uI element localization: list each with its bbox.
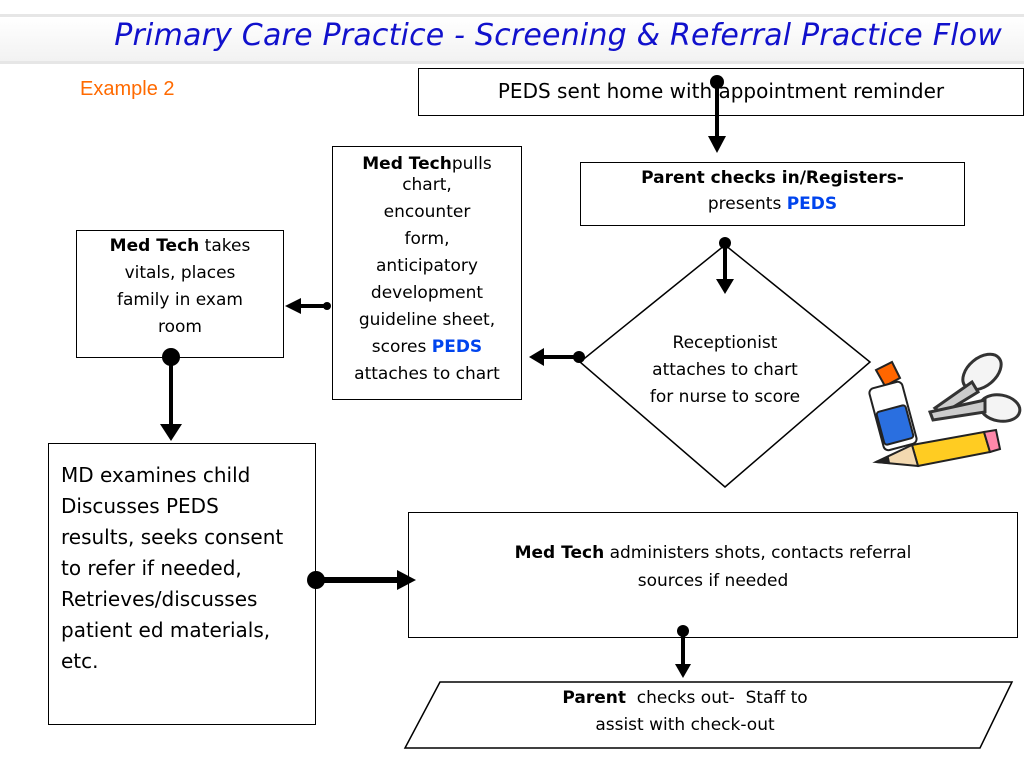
- medtech-shots-text2: sources if needed: [637, 571, 789, 591]
- dot-shots: [677, 625, 689, 637]
- arrowhead-md: [160, 424, 182, 441]
- arrowhead-shots: [397, 570, 416, 590]
- receptionist-line1: Receptionist: [672, 333, 778, 353]
- checkout-text1: checks out- Staff to: [625, 688, 808, 708]
- dot-peds: [710, 75, 724, 89]
- medtech-pulls-line-1: chart,: [402, 175, 452, 195]
- parent-checks-in-bold: Parent checks in/Registers-: [641, 168, 904, 188]
- medtech-vitals-text4: room: [158, 317, 202, 337]
- dot-parent: [719, 237, 731, 249]
- arrowhead-vitals: [285, 298, 301, 314]
- checkout-text2: assist with check-out: [595, 715, 775, 735]
- medtech-pulls-line-5: development: [370, 283, 484, 303]
- parent-checks-in-text: presents: [707, 194, 787, 214]
- medtech-pulls-line-0: pulls: [451, 154, 492, 174]
- md-line-4: Retrieves/discusses: [61, 587, 258, 611]
- receptionist-text: Receptionist attaches to chart for nurse…: [630, 330, 820, 411]
- medtech-vitals-text1: takes: [199, 236, 251, 256]
- dot-vitals: [162, 348, 180, 366]
- medtech-pulls-peds: PEDS: [431, 337, 483, 357]
- receptionist-line3: for nurse to score: [649, 387, 801, 407]
- receptionist-line2: attaches to chart: [652, 360, 798, 380]
- medtech-vitals-bold: Med Tech: [109, 236, 200, 256]
- school-supplies-icon: [868, 352, 1022, 468]
- slide-title: Primary Care Practice - Screening & Refe…: [114, 18, 1002, 53]
- medtech-pulls-line-4: anticipatory: [376, 256, 478, 276]
- md-line-2: results, seeks consent: [61, 525, 284, 549]
- medtech-pulls-scores: scores: [371, 337, 432, 357]
- parent-checkout-text: Parent checks out- Staff to assist with …: [470, 685, 900, 739]
- medtech-vitals-text3: family in exam: [117, 290, 243, 310]
- arrowhead-parent: [708, 136, 726, 153]
- arrowhead-diamond: [716, 279, 734, 294]
- receptionist-diamond: [578, 244, 872, 488]
- medtech-pulls-line-6: guideline sheet,: [358, 310, 496, 330]
- md-line-6: etc.: [61, 649, 99, 673]
- medtech-pulls-line-3: form,: [404, 229, 450, 249]
- medtech-pulls-bold: Med Tech: [362, 154, 452, 174]
- md-line-0: MD examines child: [61, 463, 251, 487]
- md-line-3: to refer if needed,: [61, 556, 242, 580]
- medtech-pulls-line-2: encounter: [383, 202, 471, 222]
- md-line-5: patient ed materials,: [61, 618, 271, 642]
- slide-subtitle: Example 2: [80, 78, 175, 100]
- medtech-pulls-chart-box: Med Techpulls chart, encounter form, ant…: [332, 146, 522, 400]
- title-bar: [0, 14, 1024, 64]
- parent-checks-in-box: Parent checks in/Registers- presents PED…: [580, 162, 965, 226]
- medtech-vitals-box: Med Tech takes vitals, places family in …: [76, 230, 284, 358]
- checkout-bold: Parent: [562, 688, 626, 708]
- medtech-vitals-text2: vitals, places: [124, 263, 236, 283]
- peds-label: PEDS: [786, 194, 838, 214]
- dot-md: [307, 571, 325, 589]
- medtech-shots-text1: administers shots, contacts referral: [604, 543, 912, 563]
- md-examines-box: MD examines child Discusses PEDS results…: [48, 443, 316, 725]
- arrowhead-medtech: [529, 348, 544, 366]
- md-line-1: Discusses PEDS: [61, 494, 219, 518]
- arrowhead-checkout: [675, 664, 691, 678]
- medtech-shots-box: Med Tech administers shots, contacts ref…: [408, 512, 1018, 638]
- dot-diamond: [573, 351, 585, 363]
- parent-checkout-parallelogram: [403, 681, 1014, 749]
- medtech-shots-bold: Med Tech: [514, 543, 605, 563]
- medtech-pulls-last: attaches to chart: [354, 364, 500, 384]
- dot-medtech: [323, 302, 331, 310]
